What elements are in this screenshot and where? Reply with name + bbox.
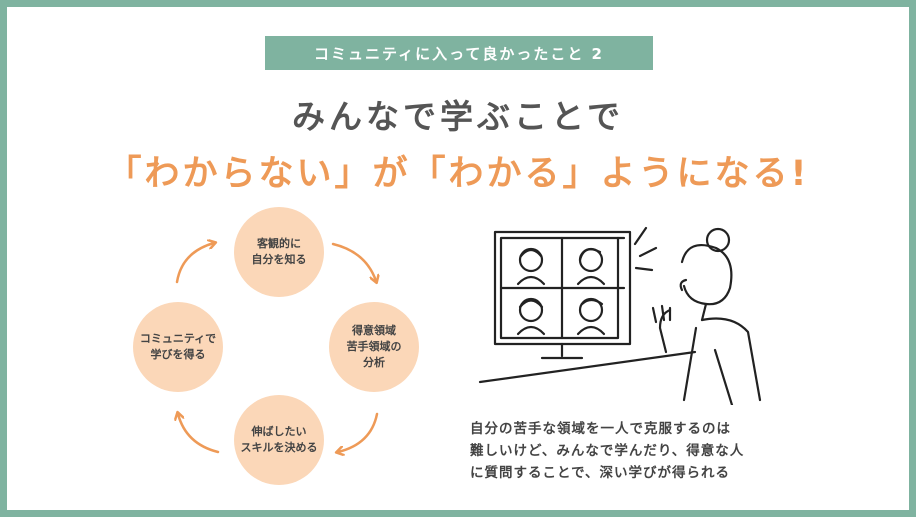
headline-line-2: 「わからない」が「わかる」ようになる!	[106, 154, 810, 194]
description-line: 自分の苦手な領域を一人で克服するのは	[470, 421, 731, 437]
description-line: 難しいけど、みんなで学んだり、得意な人	[470, 443, 745, 459]
cycle-step-community-learning: コミュニティで 学びを得る	[133, 302, 223, 392]
cycle-step-choose-skill: 伸ばしたい スキルを決める	[234, 395, 324, 485]
arrow-top-right	[331, 242, 376, 281]
woman-waving-icon	[651, 227, 762, 405]
headline-line-1: みんなで学ぶことで	[291, 97, 624, 136]
step-text: 客観的に	[257, 237, 301, 250]
arrow-bottom-left	[178, 414, 220, 454]
arrow-top-left	[175, 243, 214, 284]
participant-face-icon	[576, 247, 606, 286]
step-text: 分析	[363, 356, 385, 369]
participant-face-icon	[516, 297, 546, 336]
description-line: に質問することで、深い学びが得られる	[470, 465, 731, 481]
step-text: 伸ばしたい	[251, 425, 307, 438]
step-text: 学びを得る	[150, 348, 206, 361]
participant-face-icon	[516, 247, 546, 286]
arrow-bottom-right	[338, 412, 379, 452]
step-text: スキルを決める	[240, 441, 318, 454]
tagline-text: コミュニティに入って良かったこと 2	[313, 44, 604, 63]
description: 自分の苦手な領域を一人で克服するのは 難しいけど、みんなで学んだり、得意な人 に…	[470, 418, 830, 484]
tagline-banner: コミュニティに入って良かったこと 2	[265, 36, 653, 70]
cycle-step-analysis: 得意領域 苦手領域の 分析	[329, 302, 419, 392]
step-text: 得意領域	[352, 324, 396, 337]
step-text: 自分を知る	[251, 253, 307, 266]
participant-face-icon	[576, 297, 606, 336]
step-text: 苦手領域の	[346, 340, 402, 353]
step-text: コミュニティで	[139, 332, 217, 345]
cycle-step-know-self: 客観的に 自分を知る	[234, 207, 324, 297]
video-call-illustration	[478, 226, 762, 405]
